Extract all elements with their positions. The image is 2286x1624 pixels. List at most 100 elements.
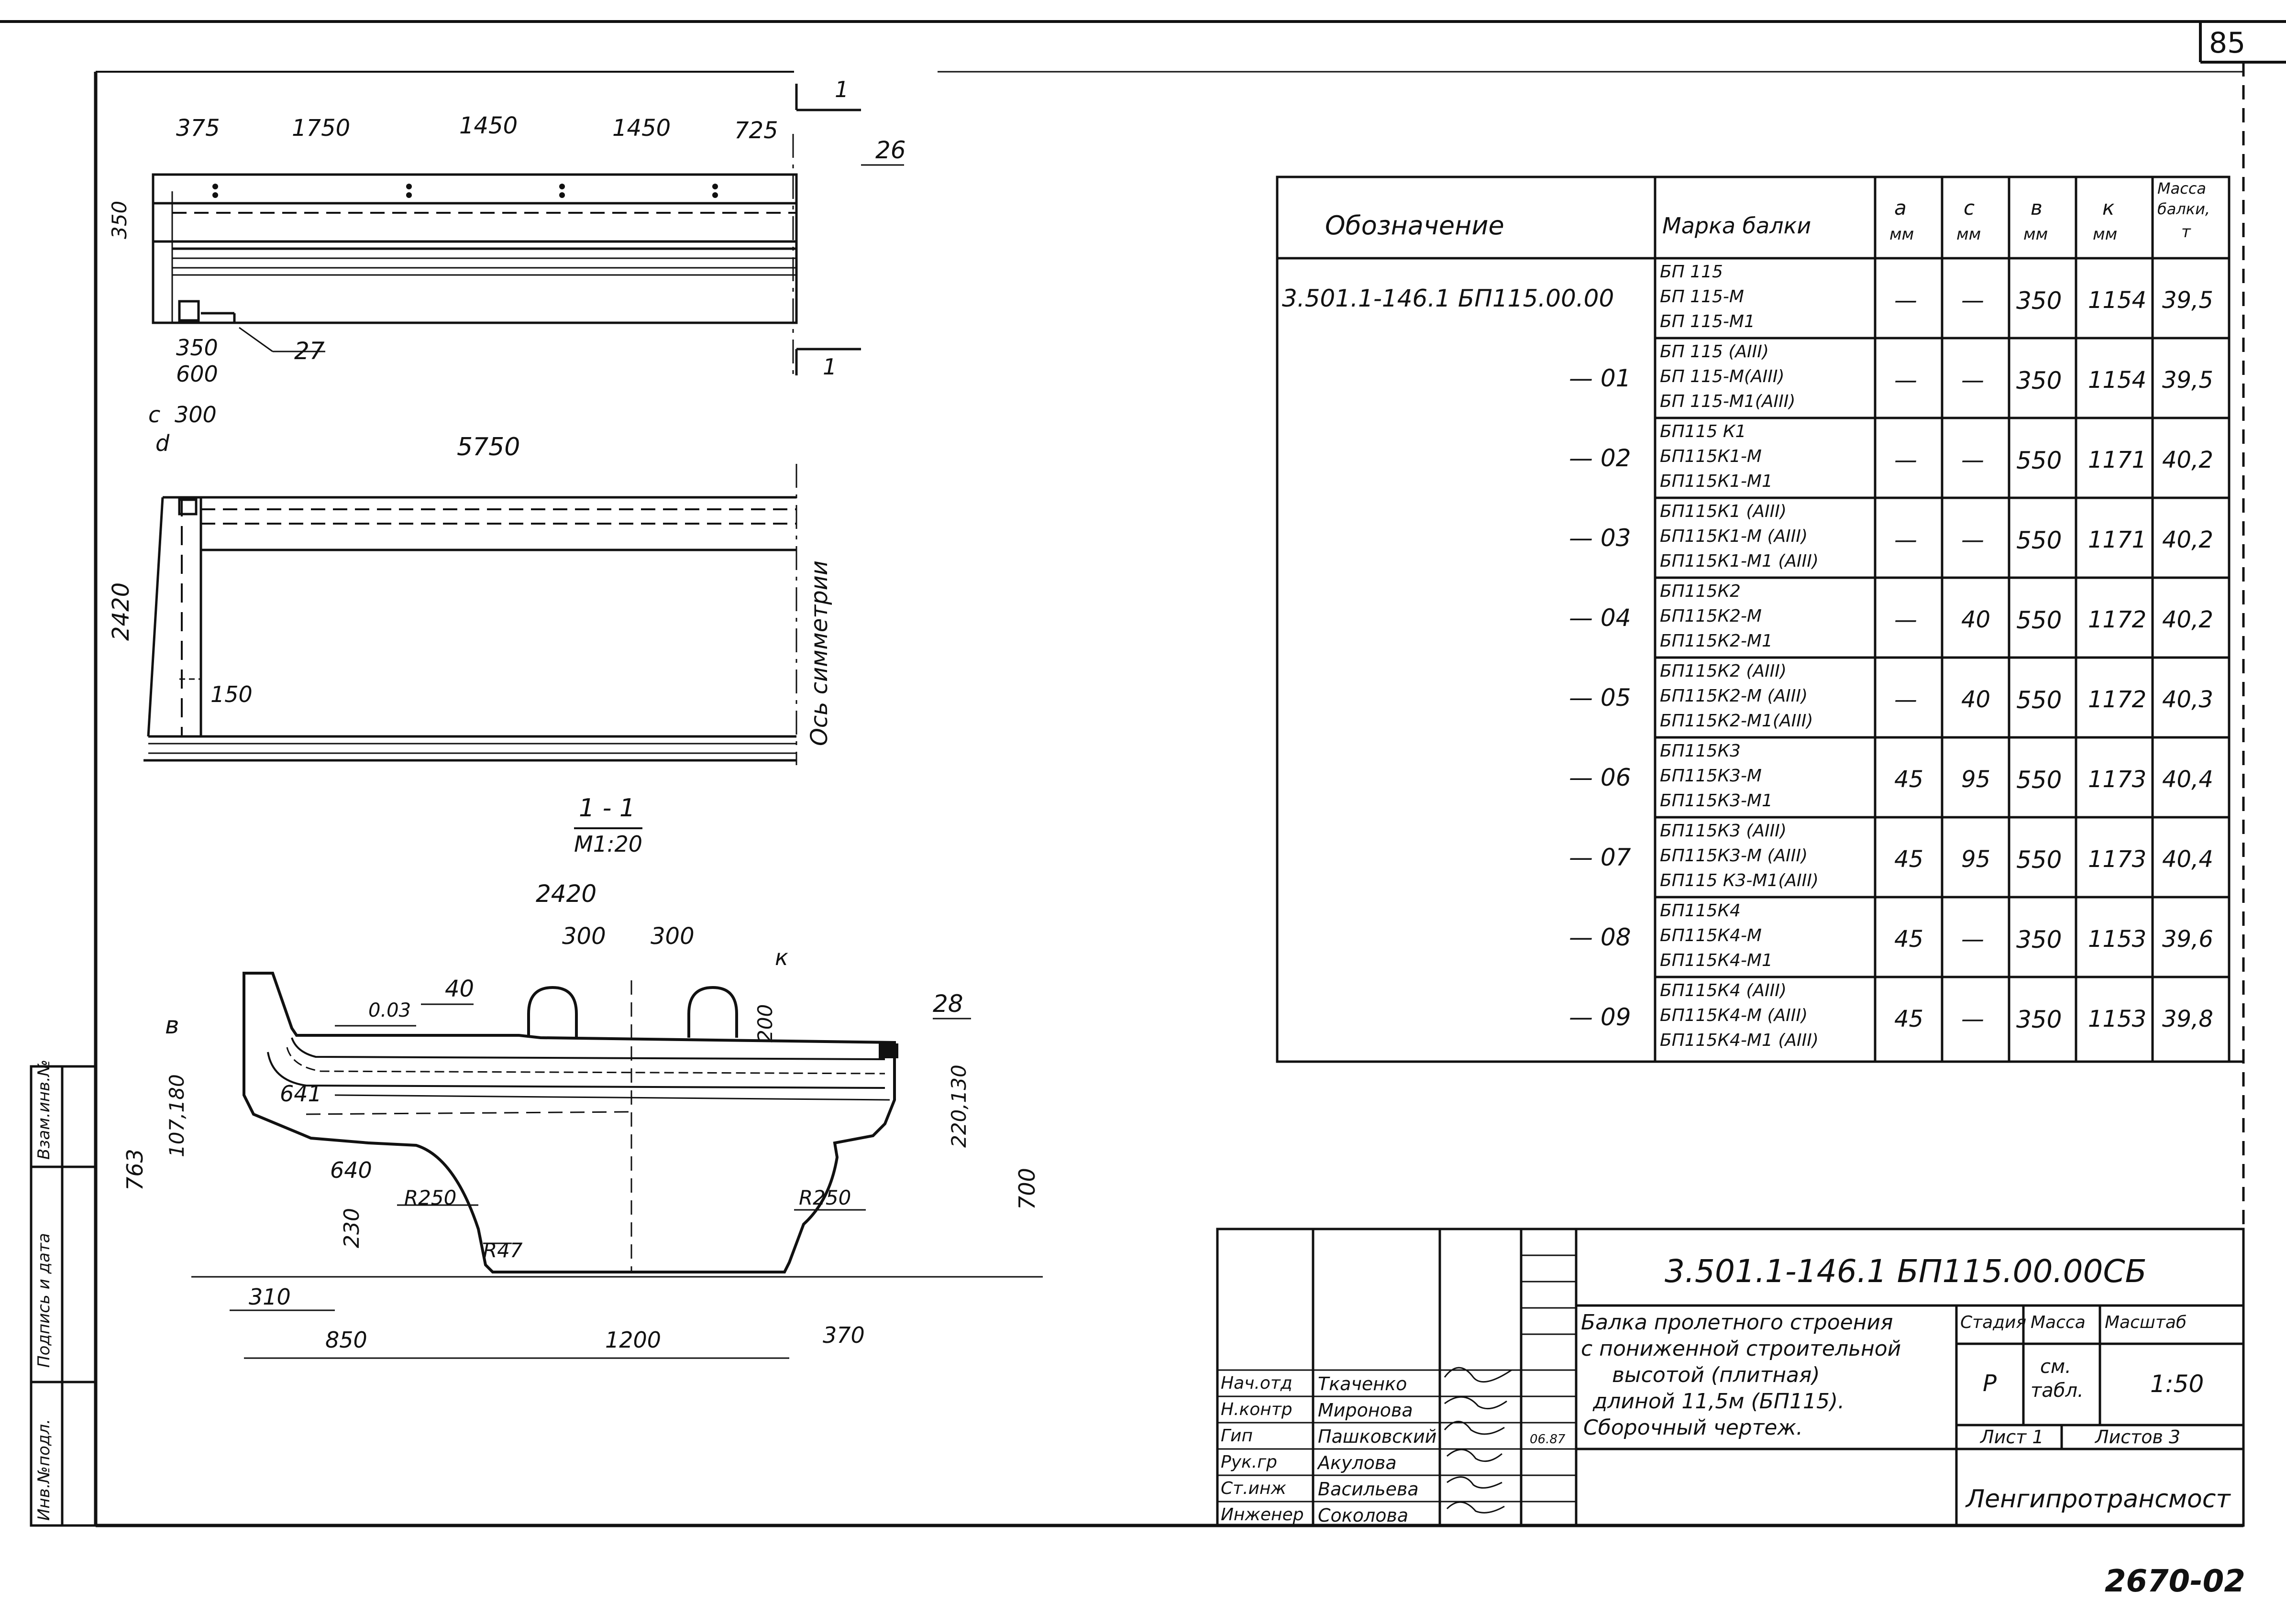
role-label: Гип [1221,1426,1253,1446]
dim-40: 40 [445,976,475,1002]
row-c: 40 [1961,606,1991,633]
row-mark: БП115К2-М1 [1660,631,1773,651]
row-b: 550 [2016,527,2062,554]
header-b: в [2031,196,2043,219]
dim-300-b: 300 [651,923,695,950]
dim-850: 850 [325,1327,367,1353]
row-a: 45 [1894,846,1924,873]
section-scale: М1:20 [574,827,642,857]
mass-value-1: см. [2040,1356,2071,1378]
side-stamp-frame [30,1065,97,1527]
page-number: 85 [2209,26,2246,60]
row-k: 1154 [2088,367,2147,394]
header-mark: Марка балки [1662,213,1811,239]
row-mark: БП115К4-М1 (АIII) [1660,1031,1819,1050]
dim-725: 725 [734,117,778,144]
header-designation: Обозначение [1325,210,1504,241]
row-a: 45 [1894,1006,1924,1032]
side-stamp-inventory: Инв.№подл. [34,1419,54,1521]
role-label: Н.контр [1221,1400,1292,1419]
dim-1450a: 1450 [459,112,518,139]
stage-value: Р [1983,1370,1997,1397]
dim-2420-section: 2420 [536,880,597,908]
row-mass: 40,2 [2162,606,2213,633]
mass-label: Масса [2031,1313,2086,1332]
person-name: Соколова [1318,1505,1409,1526]
person-name: Миронова [1318,1400,1413,1421]
desc-line-2: с пониженной строительной [1581,1337,1901,1361]
row-k: 1154 [2088,287,2147,314]
row-mark: БП115К3 (АIII) [1660,821,1787,841]
drawing-stamp-number: 2670-02 [2105,1564,2245,1599]
row-mark: БП115К4-М [1660,926,1762,945]
row-mark: БП 115-М1(АIII) [1660,392,1796,411]
dim-370: 370 [823,1322,865,1348]
row-mass: 40,4 [2162,846,2213,873]
label-b: в [165,1011,179,1039]
row-designation: — 01 [1569,364,1631,392]
header-a: а [1894,196,1907,219]
row-k: 1153 [2088,926,2147,953]
side-stamp-replacement: Взам.инв.№ [34,1059,54,1160]
row-mass: 39,8 [2162,1006,2213,1032]
label-c: c [148,402,161,428]
dim-1200: 1200 [605,1327,662,1353]
row-a: — [1894,606,1917,633]
row-c: — [1961,287,1984,314]
row-mark: БП115К4-М1 [1660,951,1773,970]
row-k: 1172 [2088,606,2147,633]
r47: R47 [483,1239,523,1262]
row-b: 350 [2016,926,2062,954]
row-k: 1173 [2088,846,2147,873]
row-mark: БП115К2-М1(АIII) [1660,711,1813,731]
elevation-loops [212,184,718,198]
row-mark: БП 115-М(АIII) [1660,367,1785,386]
desc-line-4: длиной 11,5м (БП115). [1593,1389,1845,1414]
row-mark: БП115К1-М1 [1660,472,1773,491]
header-c-unit: мм [1956,225,1981,244]
row-a: — [1894,287,1917,314]
beam-plan [144,464,797,765]
desc-line-5: Сборочный чертеж. [1583,1416,1803,1440]
row-mark: БП115 К3-М1(АIII) [1660,871,1819,890]
role-label: Ст.инж [1221,1479,1286,1498]
row-a: — [1894,447,1917,473]
person-name: Акулова [1318,1452,1397,1473]
row-mark: БП115К2-М (АIII) [1660,686,1808,706]
row-mark: БП115 К1 [1660,422,1746,441]
side-stamp-signature: Подпись и дата [34,1233,54,1368]
row-b: 350 [2016,367,2062,395]
header-b-unit: мм [2023,225,2048,244]
desc-line-1: Балка пролетного строения [1581,1310,1893,1335]
beam-elevation [152,84,904,375]
dim-150: 150 [210,681,253,707]
row-mark: БП115К2 (АIII) [1660,661,1787,681]
label-d: d [155,430,170,456]
row-mark: БП115К4 [1660,901,1741,921]
row-c: 95 [1961,766,1991,793]
row-mark: БП115К4 (АIII) [1660,981,1787,1000]
row-mass: 39,5 [2162,367,2213,394]
dim-641: 641 [280,1081,322,1107]
cross-section [243,972,898,1273]
sheets-label: Листов 3 [2095,1426,2181,1448]
row-designation: — 07 [1569,844,1631,871]
row-k: 1173 [2088,766,2147,793]
row-mark: БП115К2-М [1660,606,1762,626]
dim-300-a: 300 [562,923,606,950]
header-mass-1: Масса [2157,179,2207,198]
date-note: 06.87 [1530,1432,1566,1447]
row-designation: — 09 [1569,1003,1631,1031]
scale-label: Масштаб [2105,1313,2187,1332]
row-mark: БП115К3 [1660,741,1741,761]
mass-value-2: табл. [2031,1380,2084,1402]
row-c: — [1961,367,1984,394]
person-name: Васильева [1318,1479,1419,1500]
row-mark: БП 115 (АIII) [1660,342,1769,362]
row-b: 550 [2016,686,2062,714]
row-a: — [1894,686,1917,713]
dim-5750: 5750 [457,433,520,461]
title-block-grid [1216,1228,2245,1527]
row-k: 1153 [2088,1006,2147,1032]
role-label: Рук.гр [1221,1452,1277,1472]
